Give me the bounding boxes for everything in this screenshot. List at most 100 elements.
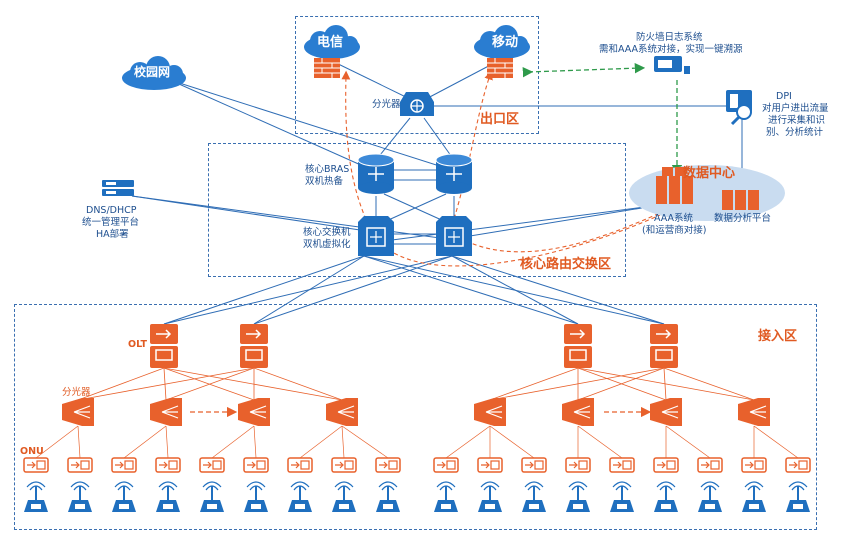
splitter-icon xyxy=(650,398,682,426)
bras-router-icon xyxy=(357,153,395,194)
onu-icon xyxy=(433,457,459,473)
cloud-campus-label: 校园网 xyxy=(134,65,171,79)
splitter-top-icon xyxy=(400,92,434,116)
onu-icon xyxy=(609,457,635,473)
log-system-label-1: 防火墙日志系统 xyxy=(636,32,703,43)
dns-label-2: 统一管理平台 xyxy=(82,217,140,228)
wireless-ap-icon xyxy=(288,481,312,512)
analysis-server-icon xyxy=(722,190,759,210)
splitter-icon xyxy=(150,398,182,426)
onu-label: ONU xyxy=(20,446,44,457)
onu-icon xyxy=(653,457,679,473)
onu-icon xyxy=(697,457,723,473)
access-splitter-icons xyxy=(62,398,770,426)
splitter-icon xyxy=(738,398,770,426)
core-switch-icons xyxy=(358,216,472,256)
wireless-ap-icon xyxy=(112,481,136,512)
onu-icon xyxy=(785,457,811,473)
wireless-ap-icon xyxy=(376,481,400,512)
olt-label: OLT xyxy=(128,339,148,350)
wireless-ap-icon xyxy=(434,481,458,512)
wireless-ap-icon xyxy=(478,481,502,512)
wireless-ap-icon xyxy=(698,481,722,512)
bras-router-icon xyxy=(435,153,473,194)
bras-label-2: 双机热备 xyxy=(305,176,344,187)
core-switch-label-1: 核心交换机 xyxy=(303,227,351,238)
onu-icon xyxy=(477,457,503,473)
wireless-ap-icon xyxy=(200,481,224,512)
splitter-icon xyxy=(474,398,506,426)
dns-server-icon xyxy=(102,180,134,196)
onu-icon xyxy=(331,457,357,473)
core-switch-label-2: 双机虚拟化 xyxy=(303,239,351,250)
onu-icons xyxy=(23,457,811,473)
wireless-ap-icon xyxy=(654,481,678,512)
log-system-label-2: 需和AAA系统对接，实现一键溯源 xyxy=(599,44,743,55)
exit-zone-label: 出口区 xyxy=(480,112,520,127)
dpi-label-4: 别、分析统计 xyxy=(766,127,824,138)
splitter-icon xyxy=(62,398,94,426)
wireless-ap-icon xyxy=(786,481,810,512)
dns-label-1: DNS/DHCP xyxy=(86,205,137,216)
olt-icon xyxy=(650,324,678,368)
dpi-label-3: 进行采集和识 xyxy=(768,115,826,126)
bras-icons xyxy=(357,153,473,194)
core-zone-label: 核心路由交换区 xyxy=(520,257,612,272)
log-system-icon xyxy=(654,56,690,74)
analysis-label: 数据分析平台 xyxy=(714,213,772,224)
onu-icon xyxy=(565,457,591,473)
dns-label-3: HA部署 xyxy=(96,229,129,240)
onu-icon xyxy=(23,457,49,473)
aaa-label-1: AAA系统 xyxy=(654,213,694,224)
access-zone-label: 接入区 xyxy=(758,329,798,344)
wireless-ap-icon xyxy=(332,481,356,512)
datacenter-area xyxy=(629,165,785,221)
onu-icon xyxy=(243,457,269,473)
wireless-ap-icon xyxy=(522,481,546,512)
firewall-icon xyxy=(314,58,513,78)
datacenter-label: 数据中心 xyxy=(683,166,736,181)
cloud-mobile-label: 移动 xyxy=(492,35,519,50)
wireless-ap-icon xyxy=(68,481,92,512)
cloud-icon xyxy=(122,25,530,90)
cloud-telecom-label: 电信 xyxy=(317,35,344,50)
onu-icon xyxy=(521,457,547,473)
dpi-icon xyxy=(726,90,752,126)
wireless-ap-icon xyxy=(742,481,766,512)
olt-icon xyxy=(240,324,268,368)
splitter-icon xyxy=(562,398,594,426)
wireless-ap-icon xyxy=(244,481,268,512)
splitter-icon xyxy=(238,398,270,426)
onu-icon xyxy=(375,457,401,473)
wireless-ap-icons xyxy=(24,481,810,512)
access-splitter-label: 分光器 xyxy=(62,387,91,398)
wireless-ap-icon xyxy=(566,481,590,512)
core-switch-icon xyxy=(358,216,394,256)
wireless-ap-icon xyxy=(156,481,180,512)
onu-icon xyxy=(111,457,137,473)
olt-icons xyxy=(150,324,678,368)
orange-dashed-paths xyxy=(341,70,663,267)
splitter-icon xyxy=(326,398,358,426)
wireless-ap-icon xyxy=(24,481,48,512)
core-switch-icon xyxy=(436,216,472,256)
dpi-label-1: DPI xyxy=(776,91,792,102)
bras-label-1: 核心BRAS xyxy=(305,164,350,175)
aaa-label-2: (和运营商对接) xyxy=(642,225,707,236)
dpi-label-2: 对用户进出流量 xyxy=(762,103,829,114)
onu-icon xyxy=(287,457,313,473)
onu-icon xyxy=(199,457,225,473)
access-zone xyxy=(14,304,817,530)
aaa-server-icon xyxy=(656,167,693,204)
splitter-top-label: 分光器 xyxy=(372,99,401,110)
orange-links xyxy=(35,367,799,459)
onu-icon xyxy=(741,457,767,473)
onu-icon xyxy=(67,457,93,473)
olt-icon xyxy=(150,324,178,368)
onu-icon xyxy=(155,457,181,473)
green-dashed-paths xyxy=(522,62,683,176)
wireless-ap-icon xyxy=(610,481,634,512)
olt-icon xyxy=(564,324,592,368)
